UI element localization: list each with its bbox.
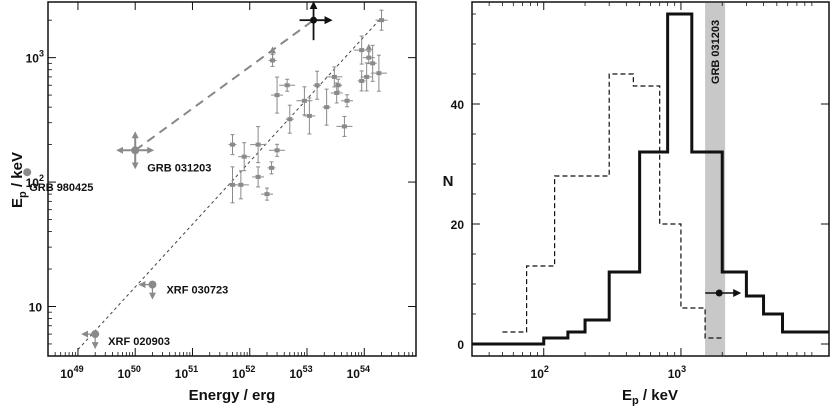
data-point	[269, 165, 275, 170]
band-label: GRB 031203	[710, 20, 722, 84]
left-y-axis-title: Ep / keV	[9, 152, 29, 208]
source-label: GRB 980425	[29, 182, 93, 194]
data-point	[359, 78, 365, 83]
y-tick-label: 0	[457, 338, 464, 352]
data-point	[376, 71, 382, 76]
fit-line	[77, 17, 382, 350]
y-tick-label: 10	[29, 300, 43, 314]
y-tick-label: 103	[26, 49, 44, 66]
data-point	[344, 98, 350, 103]
right-y-axis-title: N	[443, 173, 454, 190]
data-point	[334, 90, 340, 95]
data-point	[255, 142, 261, 147]
source-label: XRF 020903	[108, 336, 170, 348]
data-point	[230, 182, 236, 187]
data-point	[306, 113, 312, 118]
data-point	[284, 83, 290, 88]
data-point	[274, 148, 280, 153]
histogram-dashed	[502, 73, 723, 339]
data-point	[264, 192, 270, 197]
data-point	[314, 83, 320, 88]
y-tick-label: 40	[451, 98, 465, 112]
x-tick-label: 103	[668, 364, 686, 381]
data-point	[331, 74, 337, 79]
source-label: XRF 030723	[166, 285, 228, 297]
data-point	[255, 174, 261, 179]
right-x-axis-title: Ep / keV	[622, 387, 678, 406]
data-point	[287, 117, 293, 122]
data-point	[274, 93, 280, 98]
x-tick-label: 102	[531, 364, 549, 381]
y-tick-label: 20	[451, 218, 465, 232]
data-point	[230, 142, 236, 147]
data-point	[359, 48, 365, 53]
x-tick-label: 1050	[118, 364, 141, 381]
source-marker	[23, 168, 32, 177]
left-plot-frame	[47, 1, 417, 357]
histogram-solid	[472, 12, 829, 346]
x-tick-label: 1054	[347, 364, 370, 381]
data-point	[238, 182, 244, 187]
data-point	[341, 124, 347, 129]
data-point	[335, 83, 341, 88]
data-point	[379, 18, 385, 23]
highlight-band	[705, 3, 726, 355]
x-tick-label: 1052	[232, 364, 255, 381]
data-point	[241, 154, 247, 159]
left-x-axis-title: Energy / erg	[189, 387, 276, 404]
y-tick-label: 102	[26, 173, 44, 190]
x-tick-label: 1053	[289, 364, 312, 381]
right-plot-layer: GRB 031203 102 103 0 20 40	[451, 2, 829, 381]
right-plot-frame	[471, 1, 830, 357]
data-point	[301, 98, 307, 103]
data-point	[364, 74, 370, 79]
shift-line	[134, 19, 315, 152]
data-point	[370, 61, 376, 66]
x-tick-label: 1049	[60, 364, 83, 381]
source-label: GRB 031203	[147, 162, 211, 174]
data-point	[324, 105, 330, 110]
x-tick-label: 1051	[175, 364, 198, 381]
